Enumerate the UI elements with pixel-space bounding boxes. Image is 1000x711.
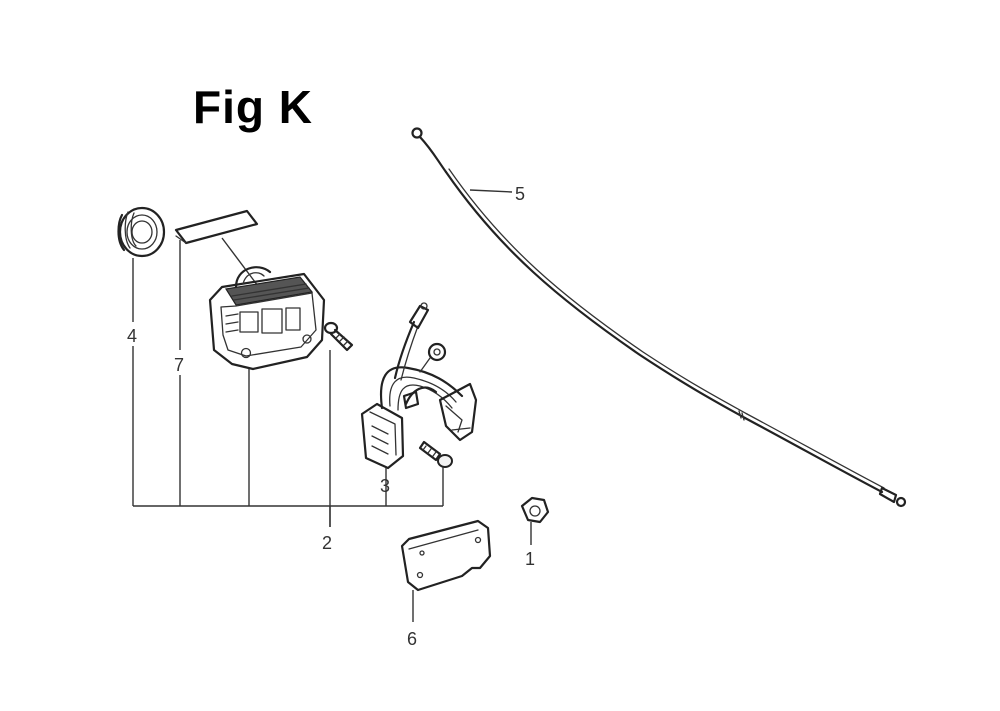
part-cable <box>411 127 907 508</box>
callout-4: 4 <box>127 326 137 346</box>
part-grommet <box>117 206 166 258</box>
part-ignition-module <box>360 302 478 506</box>
part-nut <box>520 496 550 545</box>
callout-5: 5 <box>515 184 525 204</box>
callout-2: 2 <box>322 533 332 553</box>
part-gasket-strip <box>174 209 259 245</box>
callout-6: 6 <box>407 629 417 649</box>
part-heatsink-box <box>208 237 326 506</box>
figure-title: Fig K <box>193 81 313 133</box>
part-screw-2 <box>323 321 354 527</box>
callout-7: 7 <box>174 355 184 375</box>
part-cover-plate <box>400 519 492 622</box>
callout-3: 3 <box>380 476 390 496</box>
part-screw-module <box>418 440 453 506</box>
callout-1: 1 <box>525 549 535 569</box>
leader-lines <box>132 240 443 527</box>
